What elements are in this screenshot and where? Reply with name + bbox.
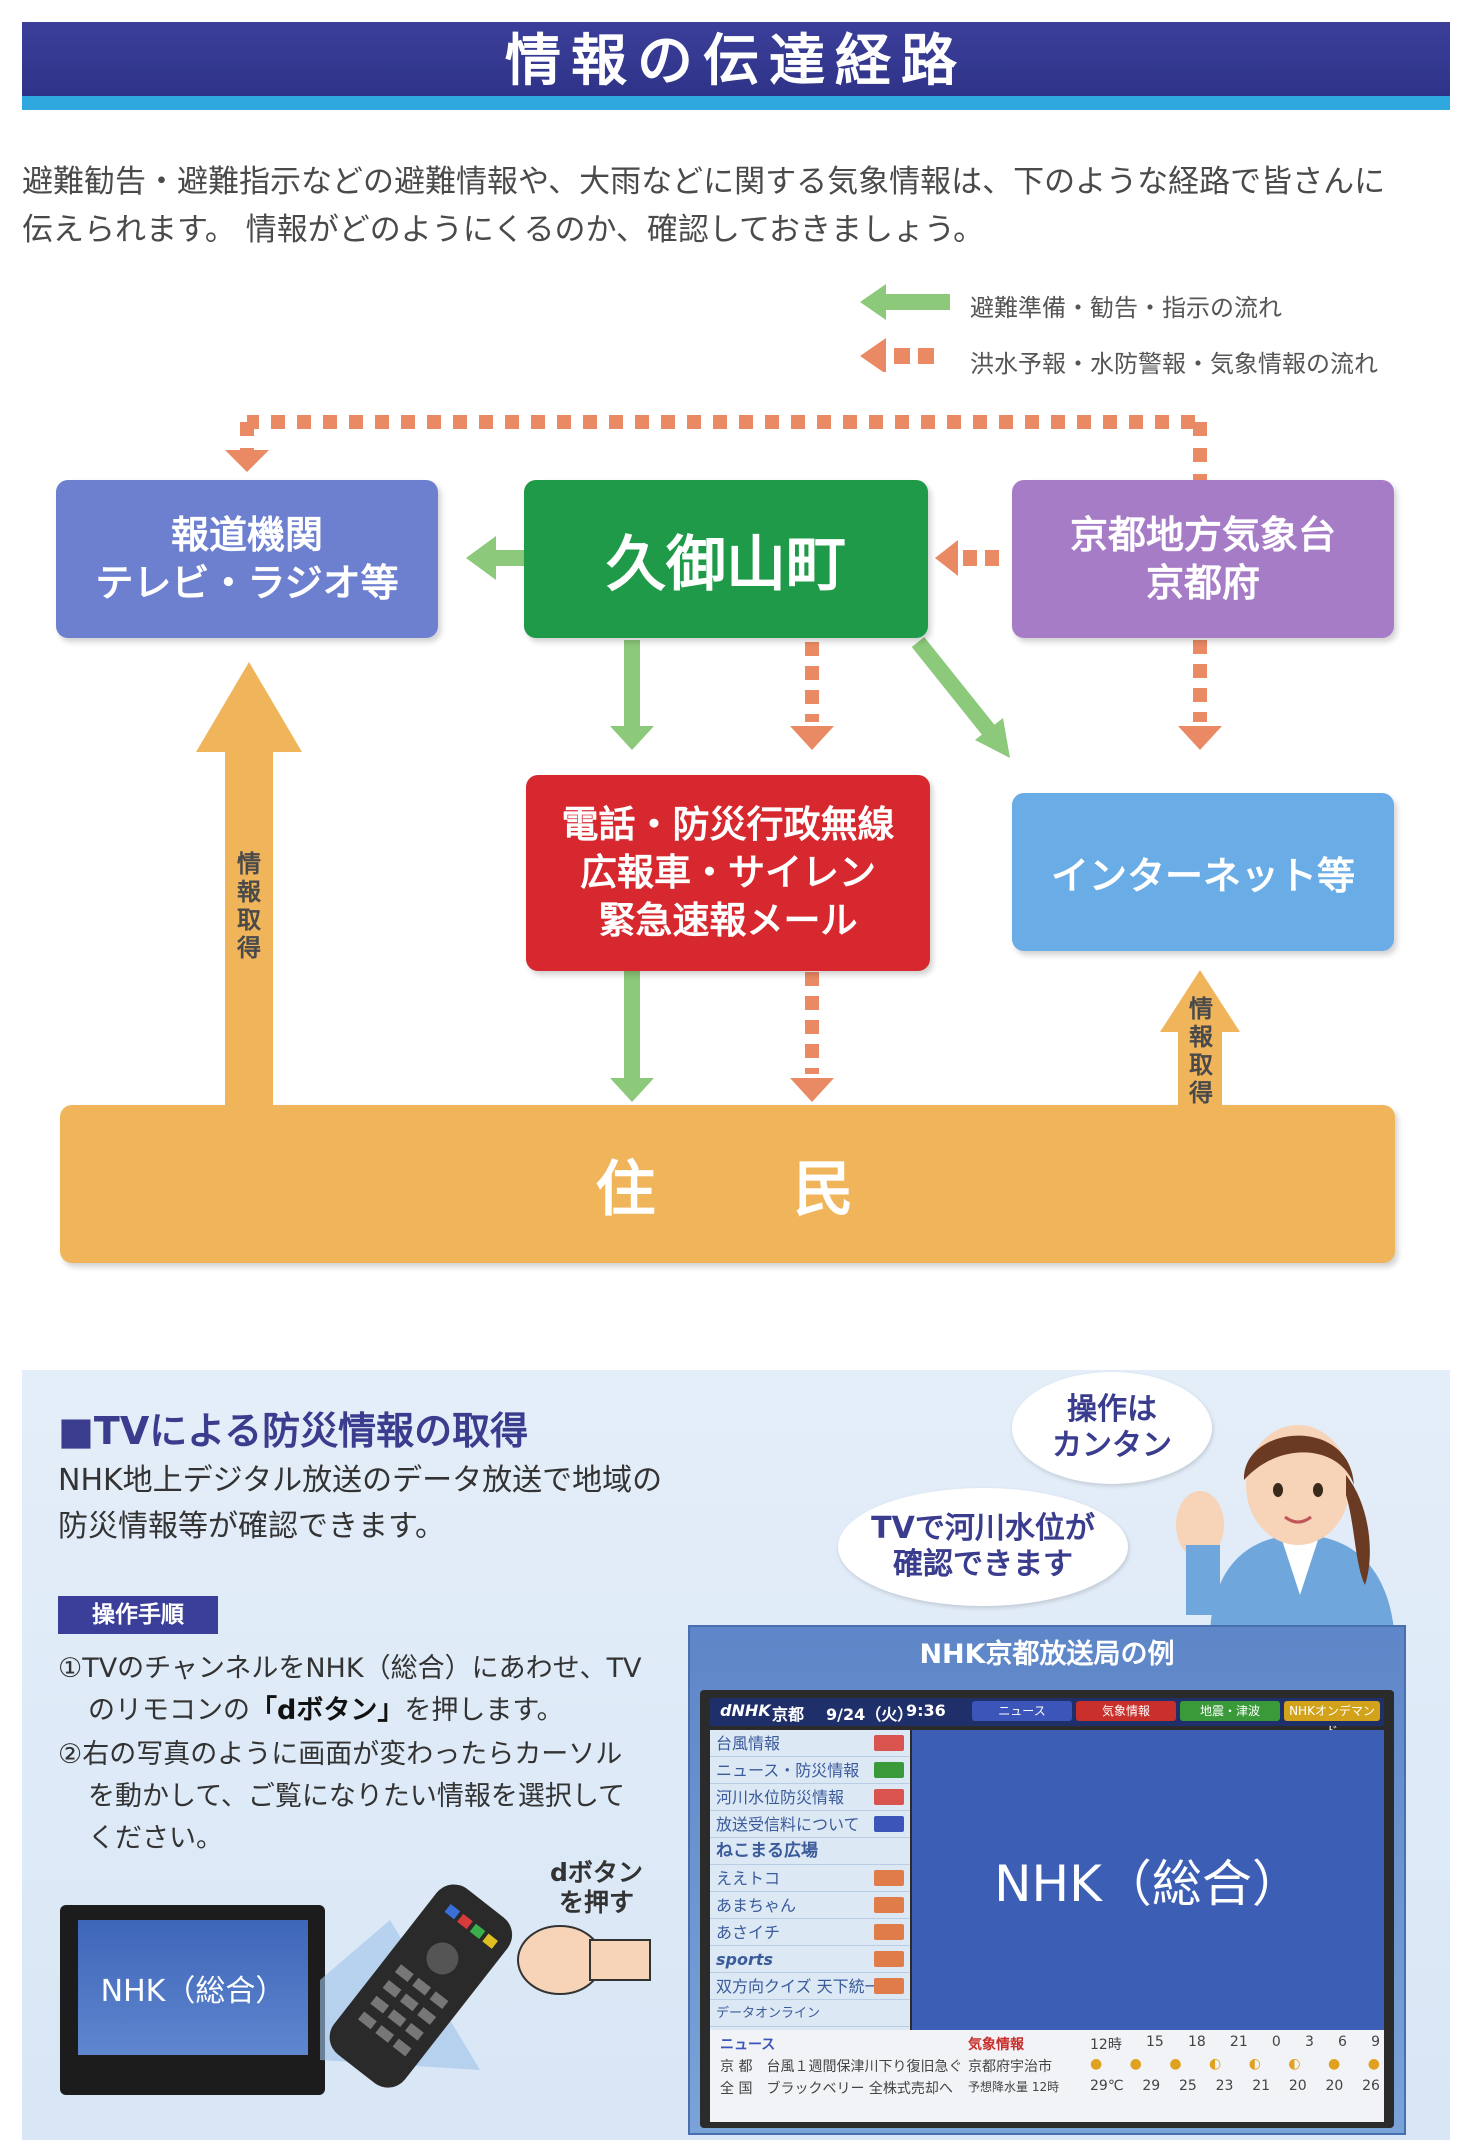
- flow-arrows: [196, 415, 1240, 1130]
- sun-icon: ●: [1090, 2056, 1103, 2072]
- legend-icons: [860, 284, 950, 372]
- menu-item[interactable]: ニュース・防災情報: [710, 1757, 910, 1784]
- menu-item[interactable]: 双方向クイズ 天下統一: [710, 1973, 910, 2000]
- node-media-line-1: 報道機関: [170, 513, 323, 557]
- sun-icon: ●: [1367, 2056, 1380, 2072]
- steps-badge: 操作手順: [58, 1596, 218, 1634]
- menu-item[interactable]: sports: [710, 1946, 910, 1973]
- screen-main-channel: NHK（総合）: [912, 1730, 1384, 2030]
- node-residents: 住 民: [60, 1105, 1395, 1263]
- node-media: 報道機関 テレビ・ラジオ等: [56, 480, 438, 638]
- strip-news-2: 全 国 ブラックベリー 全株式売却へ: [720, 2081, 953, 2097]
- bubble-easy: 操作はカンタン: [1012, 1372, 1212, 1484]
- step-2-line-2: を動かして、ご覧になりたい情報を選択して: [88, 1781, 626, 1812]
- legend-green-arrow-icon: [860, 284, 950, 320]
- screen-tab-quake[interactable]: 地震・津波: [1180, 1701, 1280, 1721]
- step-1-line-2: のリモコンの「dボタン」を押します。: [88, 1695, 564, 1726]
- header-bar: [22, 22, 1450, 110]
- step-2-line-3: ください。: [88, 1823, 223, 1854]
- node-internet: インターネット等: [1012, 793, 1394, 951]
- orange-arrow-jma-to-internet: [1178, 640, 1222, 750]
- sun-icon: ●: [1328, 2056, 1341, 2072]
- screen-menu: 台風情報 ニュース・防災情報 河川水位防災情報 放送受信料について ねこまる広場…: [710, 1730, 910, 2030]
- orange-arrow-town-to-alerts: [790, 642, 834, 750]
- bubble-river-level: TVで河川水位が確認できます: [838, 1488, 1128, 1606]
- tv-desc-line-2: 防災情報等が確認できます。: [58, 1509, 445, 1544]
- strip-weather-place: 京都府宇治市: [968, 2059, 1052, 2075]
- moon-icon: ◐: [1248, 2056, 1261, 2072]
- intro-line-2: 伝えられます。 情報がどのようにくるのか、確認しておきましょう。: [22, 212, 985, 248]
- screen-station: 京都: [772, 1705, 805, 1724]
- menu-item[interactable]: ねこまる広場: [710, 1838, 910, 1865]
- moon-icon: ◐: [1209, 2056, 1222, 2072]
- node-alerts-line-3: 緊急速報メール: [598, 899, 858, 942]
- step-1-line-1: ①TVのチャンネルをNHK（総合）にあわせ、TV: [58, 1653, 642, 1684]
- step-2-line-1: ②右の写真のように画面が変わったらカーソル: [58, 1739, 623, 1770]
- menu-item[interactable]: データオンライン: [710, 2000, 910, 2027]
- node-town: 久御山町: [524, 480, 928, 638]
- legend-orange-label: 洪水予報・水防警報・気象情報の流れ: [970, 350, 1378, 378]
- small-tv-screen: NHK（総合）: [78, 1920, 308, 2055]
- orange-arrow-jma-to-town: [935, 540, 999, 576]
- info-get-left-label: 情報取得: [237, 850, 261, 962]
- screen-top-bar: dNHK 京都 9/24（火） 9:36 ニュース 気象情報 地震・津波 NHK…: [710, 1698, 1384, 1738]
- page-title: 情報の伝達経路: [505, 29, 967, 94]
- green-arrow-town-to-alerts: [610, 640, 654, 750]
- strip-news-header: ニュース: [720, 2037, 776, 2053]
- screen-date: 9/24（火）: [826, 1705, 914, 1724]
- strip-weather-icons: ● ● ● ◐ ◐ ◐ ● ●: [1090, 2056, 1380, 2072]
- legend-green-label: 避難準備・勧告・指示の流れ: [970, 294, 1282, 322]
- node-internet-label: インターネット等: [1050, 853, 1355, 898]
- screen-bottom-strip: ニュース 京 都 台風１週間保津川下り復旧急ぐ 全 国 ブラックベリー 全株式売…: [710, 2030, 1384, 2122]
- legend-orange-arrow-icon: [860, 338, 934, 372]
- menu-item[interactable]: ええトコ: [710, 1865, 910, 1892]
- moon-icon: ◐: [1288, 2056, 1301, 2072]
- menu-item[interactable]: あさイチ: [710, 1919, 910, 1946]
- node-jma-line-1: 京都地方気象台: [1069, 513, 1336, 557]
- residents-to-media-arrow: [196, 662, 302, 1130]
- green-arrow-town-to-internet: [911, 637, 1010, 758]
- example-title: NHK京都放送局の例: [919, 1639, 1175, 1670]
- screen-time: 9:36: [906, 1701, 946, 1720]
- node-alerts: 電話・防災行政無線 広報車・サイレン 緊急速報メール: [526, 775, 930, 971]
- green-arrow-alerts-to-residents: [610, 970, 654, 1102]
- intro-line-1: 避難勧告・避難指示などの避難情報や、大雨などに関する気象情報は、下のような経路で…: [22, 164, 1386, 200]
- node-alerts-line-1: 電話・防災行政無線: [561, 803, 895, 846]
- node-jma-line-2: 京都府: [1145, 561, 1260, 605]
- node-town-label: 久御山町: [606, 529, 846, 600]
- dbutton-label: dボタンを押す: [550, 1858, 643, 1917]
- tv-desc-line-1: NHK地上デジタル放送のデータ放送で地域の: [58, 1463, 663, 1498]
- pressing-hand-icon: [517, 1925, 651, 1995]
- screen-tab-ondemand[interactable]: NHKオンデマンド: [1284, 1701, 1380, 1738]
- menu-item[interactable]: 河川水位防災情報: [710, 1784, 910, 1811]
- tv-section-heading: ■TVによる防災情報の取得: [58, 1409, 529, 1453]
- strip-weather-header: 気象情報: [968, 2037, 1024, 2053]
- menu-item[interactable]: あまちゃん: [710, 1892, 910, 1919]
- menu-item[interactable]: 放送受信料について: [710, 1811, 910, 1838]
- strip-weather-sub: 予想降水量 12時: [968, 2080, 1060, 2094]
- info-get-right-label: 情報取得: [1189, 995, 1213, 1107]
- node-alerts-line-2: 広報車・サイレン: [580, 851, 876, 894]
- remote-control-illustration: [320, 1884, 651, 2088]
- orange-arrow-jma-to-media: [225, 415, 1207, 480]
- presenter-illustration: [1176, 1425, 1395, 1640]
- screen-tab-news[interactable]: ニュース: [972, 1701, 1072, 1721]
- orange-arrow-alerts-to-residents: [790, 972, 834, 1102]
- node-jma: 京都地方気象台 京都府: [1012, 480, 1394, 638]
- screen-tab-weather[interactable]: 気象情報: [1076, 1701, 1176, 1721]
- strip-news-1: 京 都 台風１週間保津川下り復旧急ぐ: [720, 2059, 963, 2075]
- node-media-line-2: テレビ・ラジオ等: [95, 561, 399, 605]
- node-residents-label: 住 民: [595, 1154, 860, 1225]
- sun-icon: ●: [1169, 2056, 1182, 2072]
- sun-icon: ●: [1129, 2056, 1142, 2072]
- menu-item[interactable]: 台風情報: [710, 1730, 910, 1757]
- screen-logo-icon: dNHK: [720, 1701, 771, 1720]
- green-arrow-town-to-media: [466, 536, 528, 580]
